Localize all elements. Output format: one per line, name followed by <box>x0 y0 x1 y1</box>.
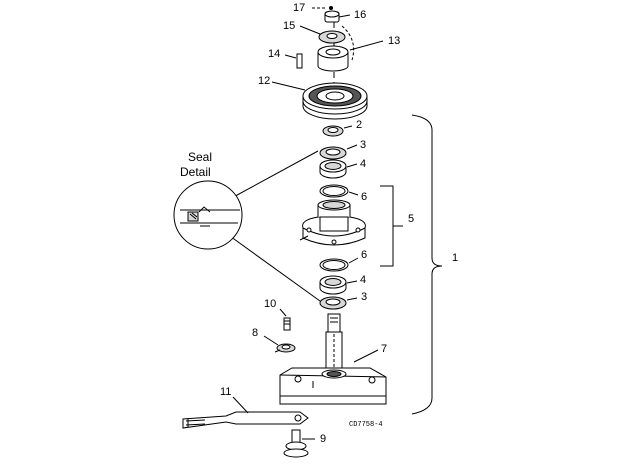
callout-12: 12 <box>258 75 270 87</box>
part-6-ring-top <box>319 184 359 198</box>
callout-17: 17 <box>293 2 305 14</box>
part-3-seal-bottom <box>319 296 358 310</box>
callout-11: 11 <box>220 386 231 398</box>
part-7-blade-hub <box>279 349 387 405</box>
part-6-ring-bottom <box>319 257 359 272</box>
callout-3-bottom: 3 <box>361 291 367 303</box>
detail-label-line1: Seal <box>188 150 212 164</box>
callout-9: 9 <box>320 433 326 445</box>
spindle-shaft <box>325 313 343 377</box>
callout-1: 1 <box>452 252 458 264</box>
callout-8: 8 <box>252 327 258 339</box>
callout-7: 7 <box>381 343 387 355</box>
callout-6-top: 6 <box>361 191 367 203</box>
part-14-key <box>284 53 303 69</box>
part-4-bearing-bottom <box>319 275 358 295</box>
spindle-housing <box>299 199 366 246</box>
part-12-pulley <box>271 81 368 120</box>
part-16-nut <box>324 10 351 23</box>
callout-13: 13 <box>388 35 400 47</box>
part-8-nut <box>263 335 296 353</box>
callout-4-top: 4 <box>360 158 366 170</box>
part-15-washer <box>299 25 346 44</box>
part-9-bolt <box>283 429 315 458</box>
detail-label-line2: Detail <box>180 165 211 179</box>
part-2-washer <box>322 125 353 137</box>
seal-detail-inset <box>173 150 321 302</box>
part-10-bolt <box>279 308 291 331</box>
callout-3-top: 3 <box>360 139 366 151</box>
callout-16: 16 <box>354 9 366 21</box>
bracket-5 <box>380 185 394 267</box>
bracket-1 <box>411 114 443 415</box>
figure-code: CD7758-4 <box>349 421 383 429</box>
callout-15: 15 <box>283 20 295 32</box>
callout-4-bottom: 4 <box>360 274 366 286</box>
callout-10: 10 <box>264 298 276 310</box>
part-4-bearing-top <box>319 159 358 179</box>
callout-2: 2 <box>356 119 362 131</box>
part-13-bushing <box>317 25 384 72</box>
part-17-ball <box>312 6 333 10</box>
part-3-seal-top <box>319 144 358 160</box>
callout-14: 14 <box>268 48 280 60</box>
callout-5: 5 <box>408 213 414 225</box>
callout-6-bottom: 6 <box>361 249 367 261</box>
part-11-blade <box>182 396 309 429</box>
